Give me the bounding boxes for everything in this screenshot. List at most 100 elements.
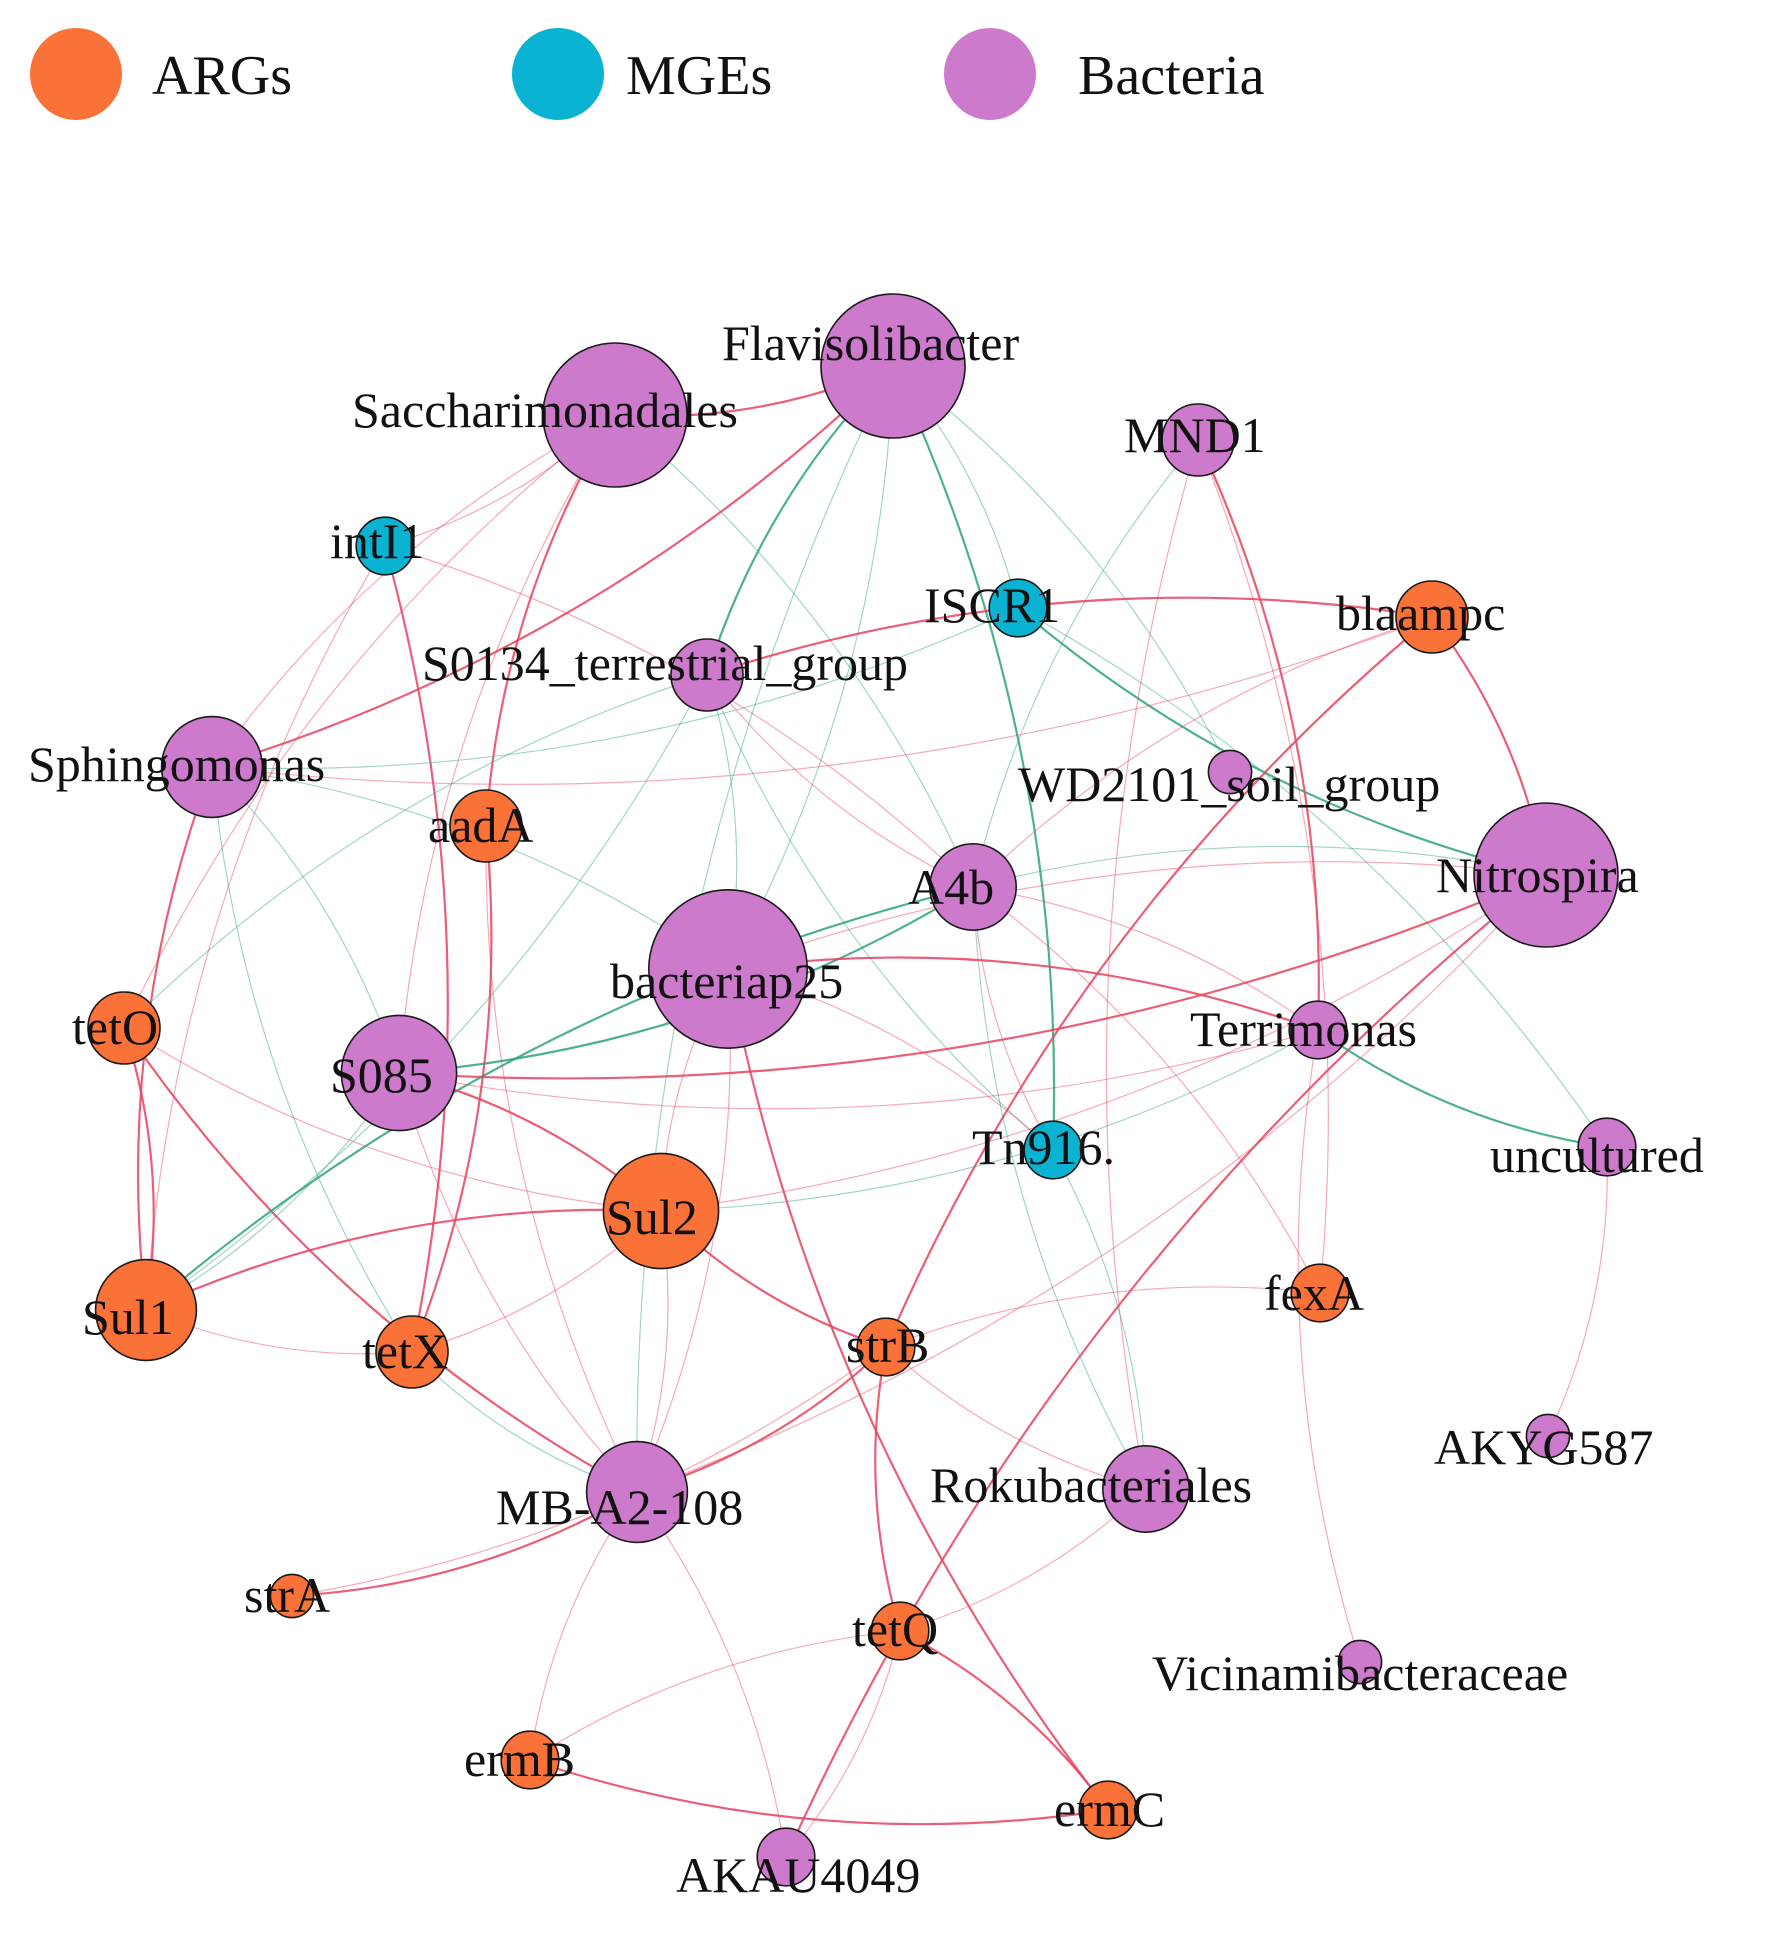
node-label-mba2108: MB-A2-108: [496, 1479, 743, 1535]
edge-mba2108-akau4049: [636, 1491, 787, 1858]
node-inti1: [355, 516, 415, 576]
node-label-akau4049: AKAU4049: [676, 1847, 920, 1903]
node-label-flavisolibacter: Flavisolibacter: [722, 315, 1019, 371]
node-sphingomonas: [160, 715, 264, 819]
node-label-tn916: Tn916.: [972, 1119, 1115, 1175]
edge-saccharimonadales-a4b: [614, 414, 974, 888]
legend-label-mges: MGEs: [626, 45, 772, 107]
node-label-nitrospira: Nitrospira: [1436, 847, 1639, 903]
edge-bacteriap25-ermc: [726, 968, 1109, 1811]
edge-a4b-rokubacteriales: [972, 886, 1147, 1490]
edge-saccharimonadales-s085: [398, 414, 616, 1074]
legend-item-mges: MGEs: [512, 28, 772, 120]
edge-teto-mba2108: [123, 1027, 638, 1493]
node-wd2101: [1207, 749, 1253, 795]
edge-tetq-akau4049: [785, 1630, 901, 1858]
edge-a4b-sul1: [145, 885, 974, 1311]
edge-teto-s0134: [123, 674, 708, 1029]
node-tetq: [870, 1601, 930, 1661]
node-label-blaampc: blaampc: [1336, 585, 1505, 641]
edge-s0134-sul1: [145, 674, 708, 1311]
node-label-stra: strA: [244, 1567, 330, 1623]
node-label-tetx: tetX: [362, 1323, 448, 1379]
edge-nitrospira-mba2108: [636, 874, 1547, 1493]
legend-swatch-bacteria: [944, 28, 1036, 120]
node-label-s085: S085: [330, 1047, 433, 1103]
node-label-strb: strB: [846, 1317, 929, 1373]
node-vicinamibacteraceae: [1337, 1639, 1383, 1685]
edge-teto-sul2: [123, 1027, 662, 1212]
edge-s0134-tn916: [706, 674, 1054, 1151]
node-label-wd2101: WD2101_soil_group: [1018, 756, 1440, 812]
edge-s085-mba2108: [398, 1072, 638, 1493]
edge-terrimonas-vicinamibacteraceae: [1297, 1029, 1361, 1663]
node-stra: [269, 1573, 315, 1619]
node-label-sul1: Sul1: [82, 1289, 174, 1345]
edge-ermb-ermc: [529, 1758, 1109, 1826]
node-strb: [856, 1317, 916, 1377]
node-label-iscr1: ISCR1: [924, 577, 1060, 633]
node-label-teto: tetO: [72, 999, 158, 1055]
node-label-tetq: tetQ: [852, 1601, 938, 1657]
node-s085: [340, 1014, 458, 1132]
nodes: [87, 293, 1637, 1887]
edge-nitrospira-a4b: [972, 845, 1547, 888]
edge-tetq-ermc: [899, 1630, 1109, 1811]
node-mba2108: [585, 1440, 689, 1544]
node-saccharimonadales: [542, 342, 688, 488]
node-flavisolibacter: [820, 293, 966, 439]
node-label-fexa: fexA: [1264, 1265, 1364, 1321]
legend-label-bacteria: Bacteria: [1078, 45, 1265, 107]
edge-mnd1-fexa: [1197, 439, 1329, 1294]
node-label-vicinamibacteraceae: Vicinamibacteraceae: [1152, 1645, 1568, 1701]
edge-inti1-tetx: [383, 545, 449, 1353]
edge-mnd1-rokubacteriales: [1105, 439, 1199, 1490]
node-blaampc: [1395, 580, 1469, 654]
edge-nitrospira-akau4049: [784, 874, 1547, 1858]
legend-item-args: ARGs: [30, 28, 292, 120]
node-sul1: [94, 1258, 198, 1362]
edge-saccharimonadales-teto: [123, 414, 616, 1029]
edge-inti1-sul1: [145, 545, 386, 1311]
legend: ARGs MGEs Bacteria: [30, 28, 1265, 120]
node-label-inti1: intI1: [330, 513, 424, 569]
edge-sphingomonas-tetx: [211, 766, 413, 1353]
node-iscr1: [988, 578, 1048, 638]
edge-s0134-a4b: [706, 674, 974, 888]
node-label-terrimonas: Terrimonas: [1190, 1001, 1417, 1057]
legend-item-bacteria: Bacteria: [944, 28, 1265, 120]
edge-nitrospira-sul2: [660, 874, 1547, 1212]
edge-s0134-blaampc: [706, 596, 1433, 677]
node-label-mnd1: MND1: [1124, 407, 1266, 463]
node-label-ermb: ermB: [464, 1731, 575, 1787]
edge-mnd1-a4b: [972, 439, 1199, 888]
node-ermc: [1078, 1780, 1138, 1840]
node-label-rokubacteriales: Rokubacteriales: [930, 1457, 1252, 1513]
node-uncultured: [1577, 1117, 1637, 1177]
node-label-ermc: ermC: [1054, 1781, 1165, 1837]
node-mnd1: [1161, 403, 1235, 477]
node-nitrospira: [1473, 802, 1619, 948]
edge-uncultured-akyg587: [1547, 1146, 1608, 1437]
legend-label-args: ARGs: [152, 45, 292, 107]
edge-flavisolibacter-tn916: [892, 365, 1056, 1151]
node-tetx: [375, 1315, 449, 1389]
node-akau4049: [756, 1827, 816, 1887]
node-teto: [87, 991, 161, 1065]
edge-strb-tetq: [874, 1346, 902, 1632]
node-a4b: [928, 842, 1017, 931]
edge-wd2101-flavisolibacter: [892, 365, 1231, 773]
edge-blaampc-sphingomonas: [211, 616, 1433, 785]
node-label-saccharimonadales: Saccharimonadales: [352, 382, 738, 438]
edge-terrimonas-sul2: [660, 1029, 1319, 1212]
node-label-bacteriap25: bacteriap25: [610, 953, 843, 1009]
edge-mnd1-terrimonas: [1197, 439, 1320, 1031]
node-label-sphingomonas: Sphingomonas: [28, 736, 325, 792]
edge-strb-fexa: [885, 1286, 1321, 1348]
edge-sul1-sul2: [145, 1208, 662, 1312]
edge-iscr1-nitrospira: [1017, 607, 1547, 877]
node-tn916: [1023, 1120, 1083, 1180]
node-sul2: [602, 1152, 720, 1270]
legend-swatch-mges: [512, 28, 604, 120]
node-bacteriap25: [647, 888, 808, 1049]
